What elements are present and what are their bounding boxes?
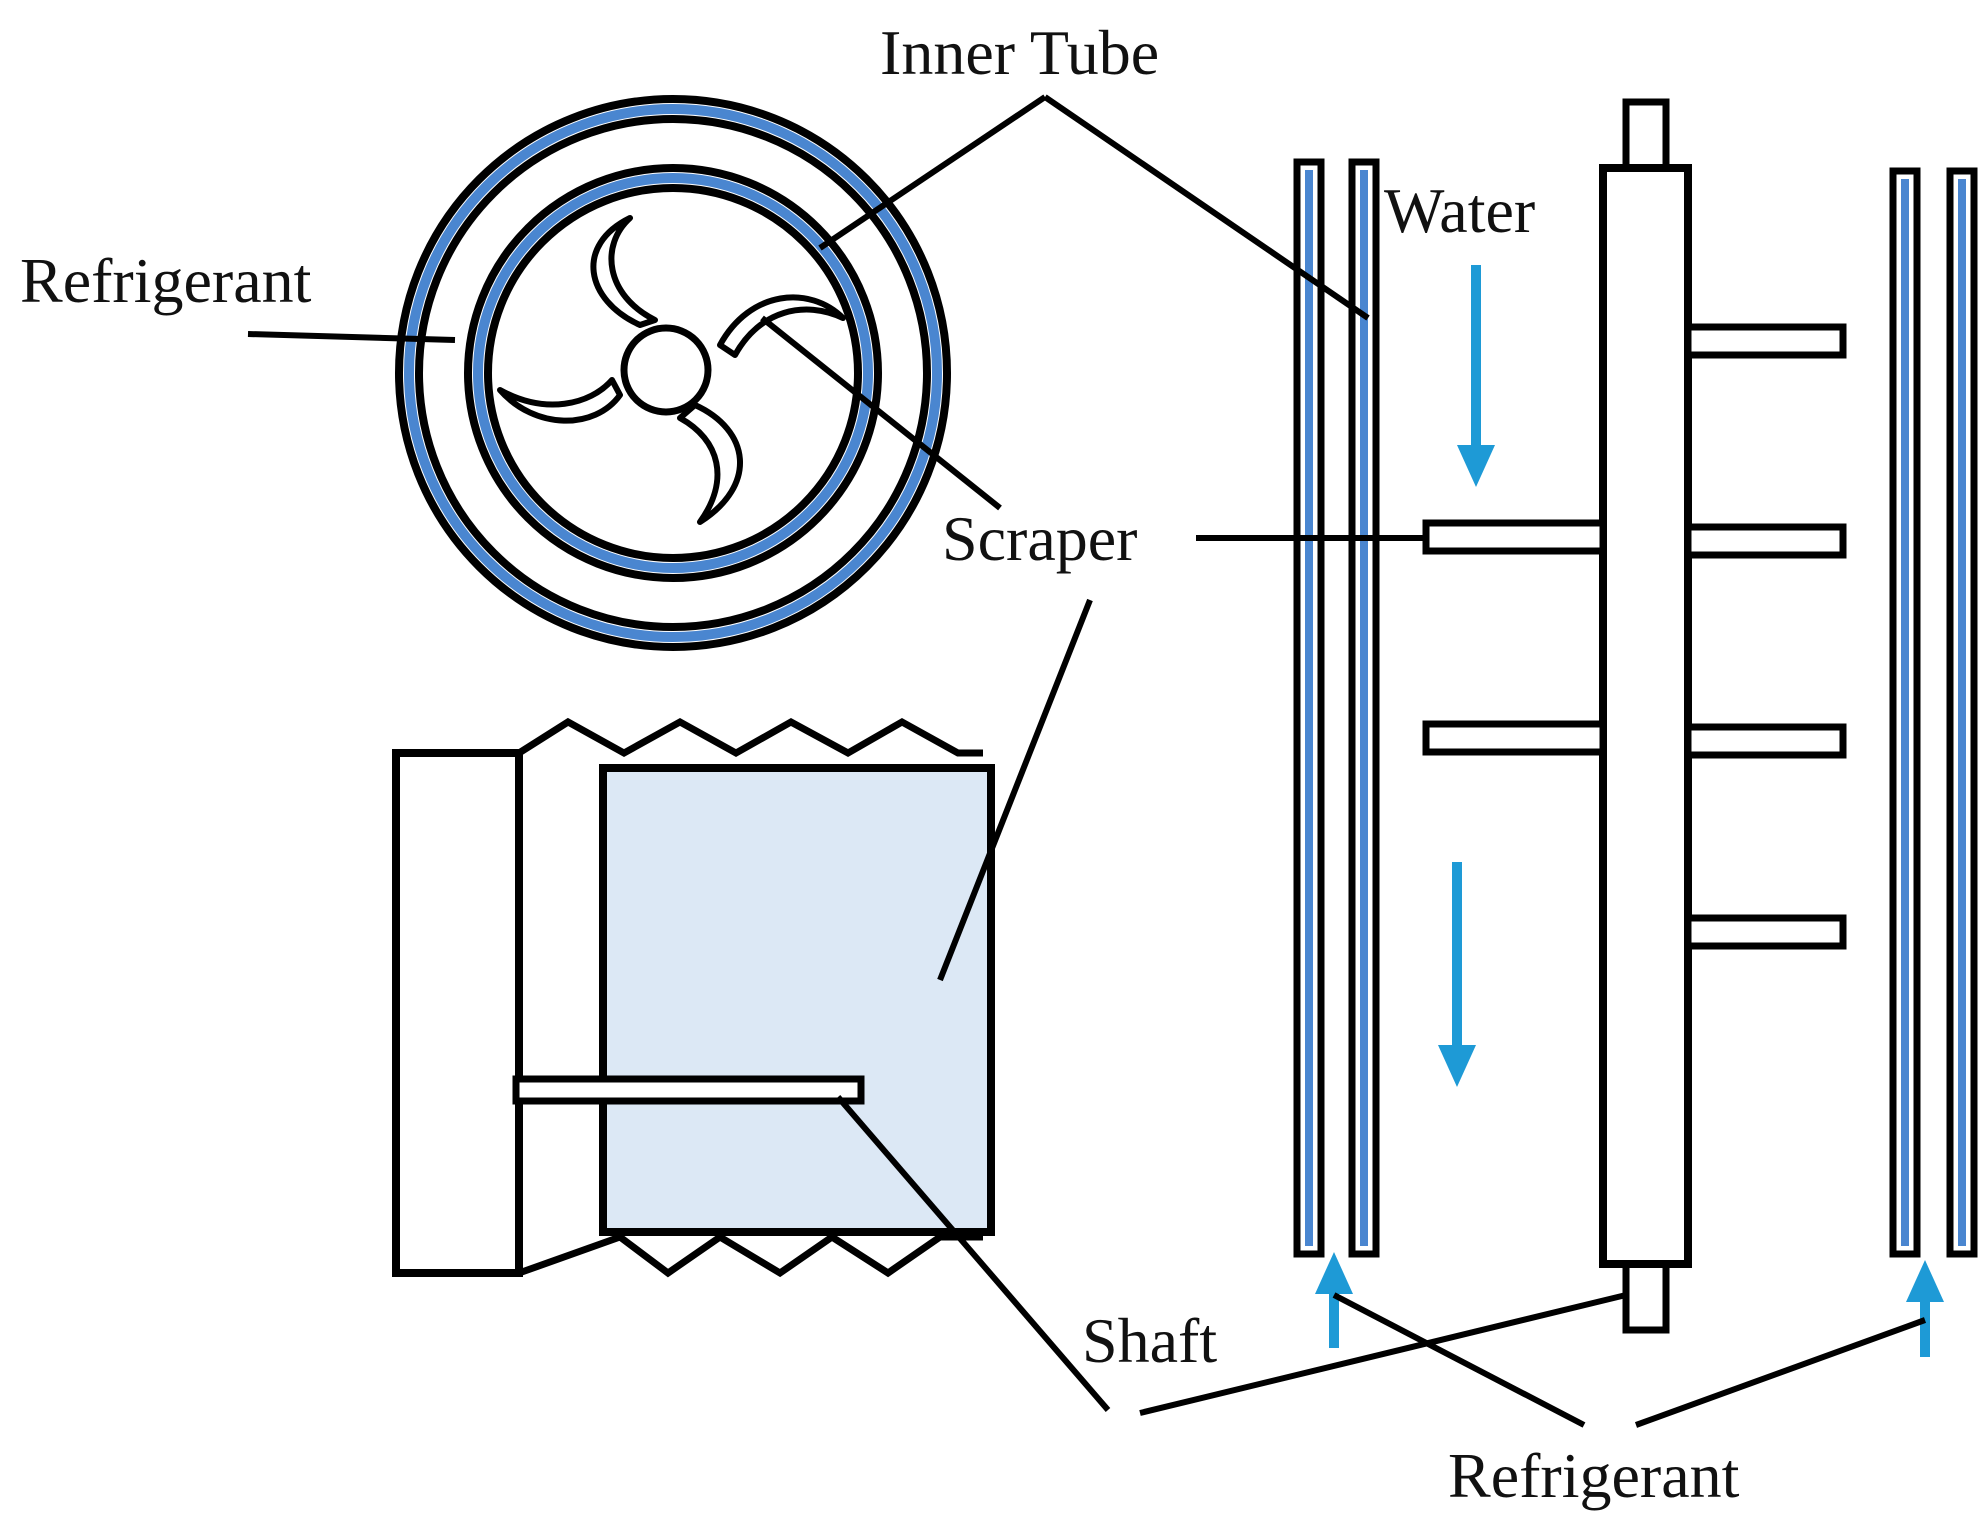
- scraper-blade-left-1: [1422, 519, 1607, 555]
- blade-right: [717, 294, 846, 358]
- leader-scraper-to-detail: [937, 598, 1093, 982]
- scraper-blade-body: [599, 764, 995, 1236]
- rotor-blades: [497, 215, 846, 525]
- labels: Inner Tube Water Refrigerant Scraper Sha…: [20, 17, 1740, 1511]
- blade-bottom: [677, 402, 743, 525]
- rotor-hub: [620, 324, 712, 416]
- inner-tube-wall: [473, 173, 873, 573]
- water-flow-arrows: [1438, 265, 1495, 1087]
- scraper-blade-right-1: [1684, 323, 1847, 359]
- central-shaft: [1599, 164, 1692, 1268]
- label-inner-tube: Inner Tube: [880, 17, 1159, 88]
- cross-section-view: [395, 95, 951, 651]
- blade-left: [497, 377, 623, 424]
- shaft-top-stub: [1622, 98, 1670, 172]
- scraper-detail-view: [392, 717, 995, 1278]
- inner-tube-ring: [464, 164, 882, 582]
- leader-refrigerant-left: [247, 331, 456, 343]
- leader-shaft-to-pin: [835, 1095, 1111, 1412]
- leader-shaft-to-stub: [1139, 1292, 1627, 1416]
- label-water: Water: [1384, 175, 1535, 246]
- shaft-bottom-stub: [1622, 1260, 1670, 1334]
- label-shaft: Shaft: [1082, 1305, 1217, 1376]
- inner-tube-inner-edge: [484, 184, 862, 562]
- scraper-blade-right-4: [1684, 914, 1847, 950]
- outer-tube-ring: [395, 95, 951, 651]
- refrigerant-arrow-left: [1315, 1252, 1353, 1348]
- water-arrow-lower: [1438, 862, 1476, 1087]
- label-refrigerant-bottom: Refrigerant: [1448, 1440, 1740, 1511]
- refrigerant-flow-arrows: [1315, 1252, 1944, 1357]
- scraper-blade-right-3: [1684, 723, 1847, 759]
- leader-scraper-to-blade: [760, 315, 1002, 511]
- tube-wall-left-outer: [1293, 158, 1325, 1258]
- scraper-blade-left-2: [1422, 720, 1607, 756]
- water-arrow-upper: [1457, 265, 1495, 487]
- zigzag-bottom: [517, 1232, 983, 1278]
- longitudinal-view: [1293, 98, 1978, 1357]
- blade-top: [590, 215, 658, 328]
- scraper-blades: [1422, 323, 1847, 950]
- outer-tube-inner-edge: [415, 115, 931, 631]
- tube-wall-right-outer: [1946, 167, 1978, 1258]
- leader-refrigerant-to-left-tube: [1332, 1292, 1586, 1428]
- tube-wall-right-inner: [1889, 167, 1921, 1258]
- leader-inner-tube-to-wall: [1043, 94, 1370, 321]
- label-scraper: Scraper: [942, 503, 1137, 574]
- shaft-pin: [512, 1075, 865, 1105]
- outer-tube-wall: [404, 104, 942, 642]
- scraper-blade-right-2: [1684, 523, 1847, 559]
- leader-refrigerant-to-right-tube: [1634, 1317, 1927, 1428]
- refrigerant-arrow-right: [1906, 1260, 1944, 1357]
- zigzag-top: [517, 717, 983, 758]
- label-refrigerant-left: Refrigerant: [20, 245, 312, 316]
- shaft-block: [392, 749, 523, 1277]
- tube-wall-left-inner: [1348, 158, 1380, 1258]
- leader-inner-tube-to-ring: [818, 94, 1047, 251]
- leader-lines: [247, 94, 1927, 1428]
